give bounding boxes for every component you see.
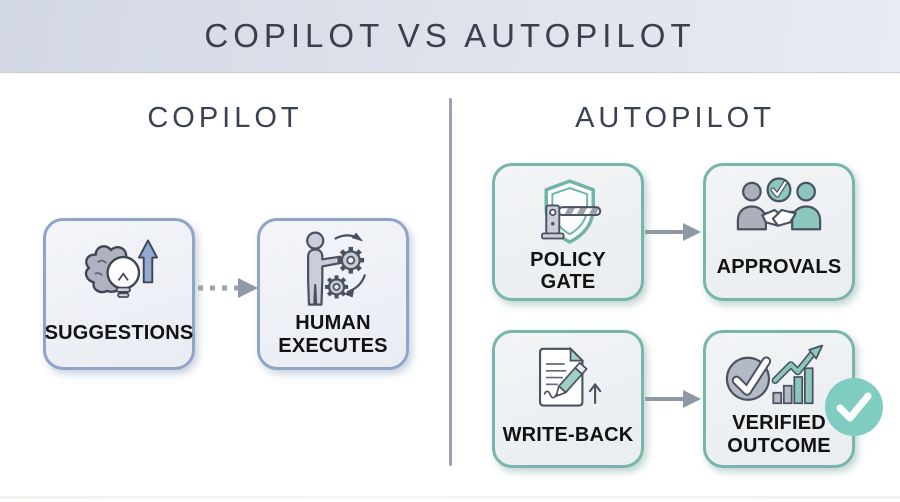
suggestions-label: SUGGESTIONS (44, 322, 194, 345)
document-pencil-icon (525, 342, 611, 414)
handshake-check-icon (727, 175, 831, 245)
bottom-edge-shadow (0, 496, 900, 499)
solid-arrow-connector-top (645, 219, 703, 250)
solid-arrow-connector-bottom (645, 386, 703, 417)
brain-lightbulb-arrow-icon (69, 230, 169, 308)
shield-barrier-gate-icon (524, 175, 612, 249)
autopilot-section-heading: AUTOPILOT (575, 102, 775, 134)
write-back-box: WRITE-BACK (492, 330, 644, 468)
approvals-label: APPROVALS (716, 256, 842, 279)
dotted-arrow-connector (196, 275, 260, 306)
check-circle-growth-chart-icon (723, 342, 835, 412)
suggestions-box: SUGGESTIONS (43, 218, 195, 370)
page-title: COPILOT VS AUTOPILOT (204, 17, 696, 54)
copilot-section-heading: COPILOT (147, 102, 303, 134)
human-executes-box: HUMAN EXECUTES (257, 218, 409, 370)
policy-gate-label: POLICY GATE (530, 249, 606, 294)
approvals-box: APPROVALS (703, 163, 855, 301)
check-icon (825, 378, 883, 436)
verified-outcome-label: VERIFIED OUTCOME (727, 412, 831, 457)
section-divider (449, 98, 452, 466)
policy-gate-box: POLICY GATE (492, 163, 644, 301)
human-executes-label: HUMAN EXECUTES (278, 312, 388, 357)
header-banner: COPILOT VS AUTOPILOT (0, 0, 900, 73)
person-gears-icon (287, 230, 379, 310)
verified-badge (823, 376, 885, 438)
write-back-label: WRITE-BACK (502, 424, 634, 447)
